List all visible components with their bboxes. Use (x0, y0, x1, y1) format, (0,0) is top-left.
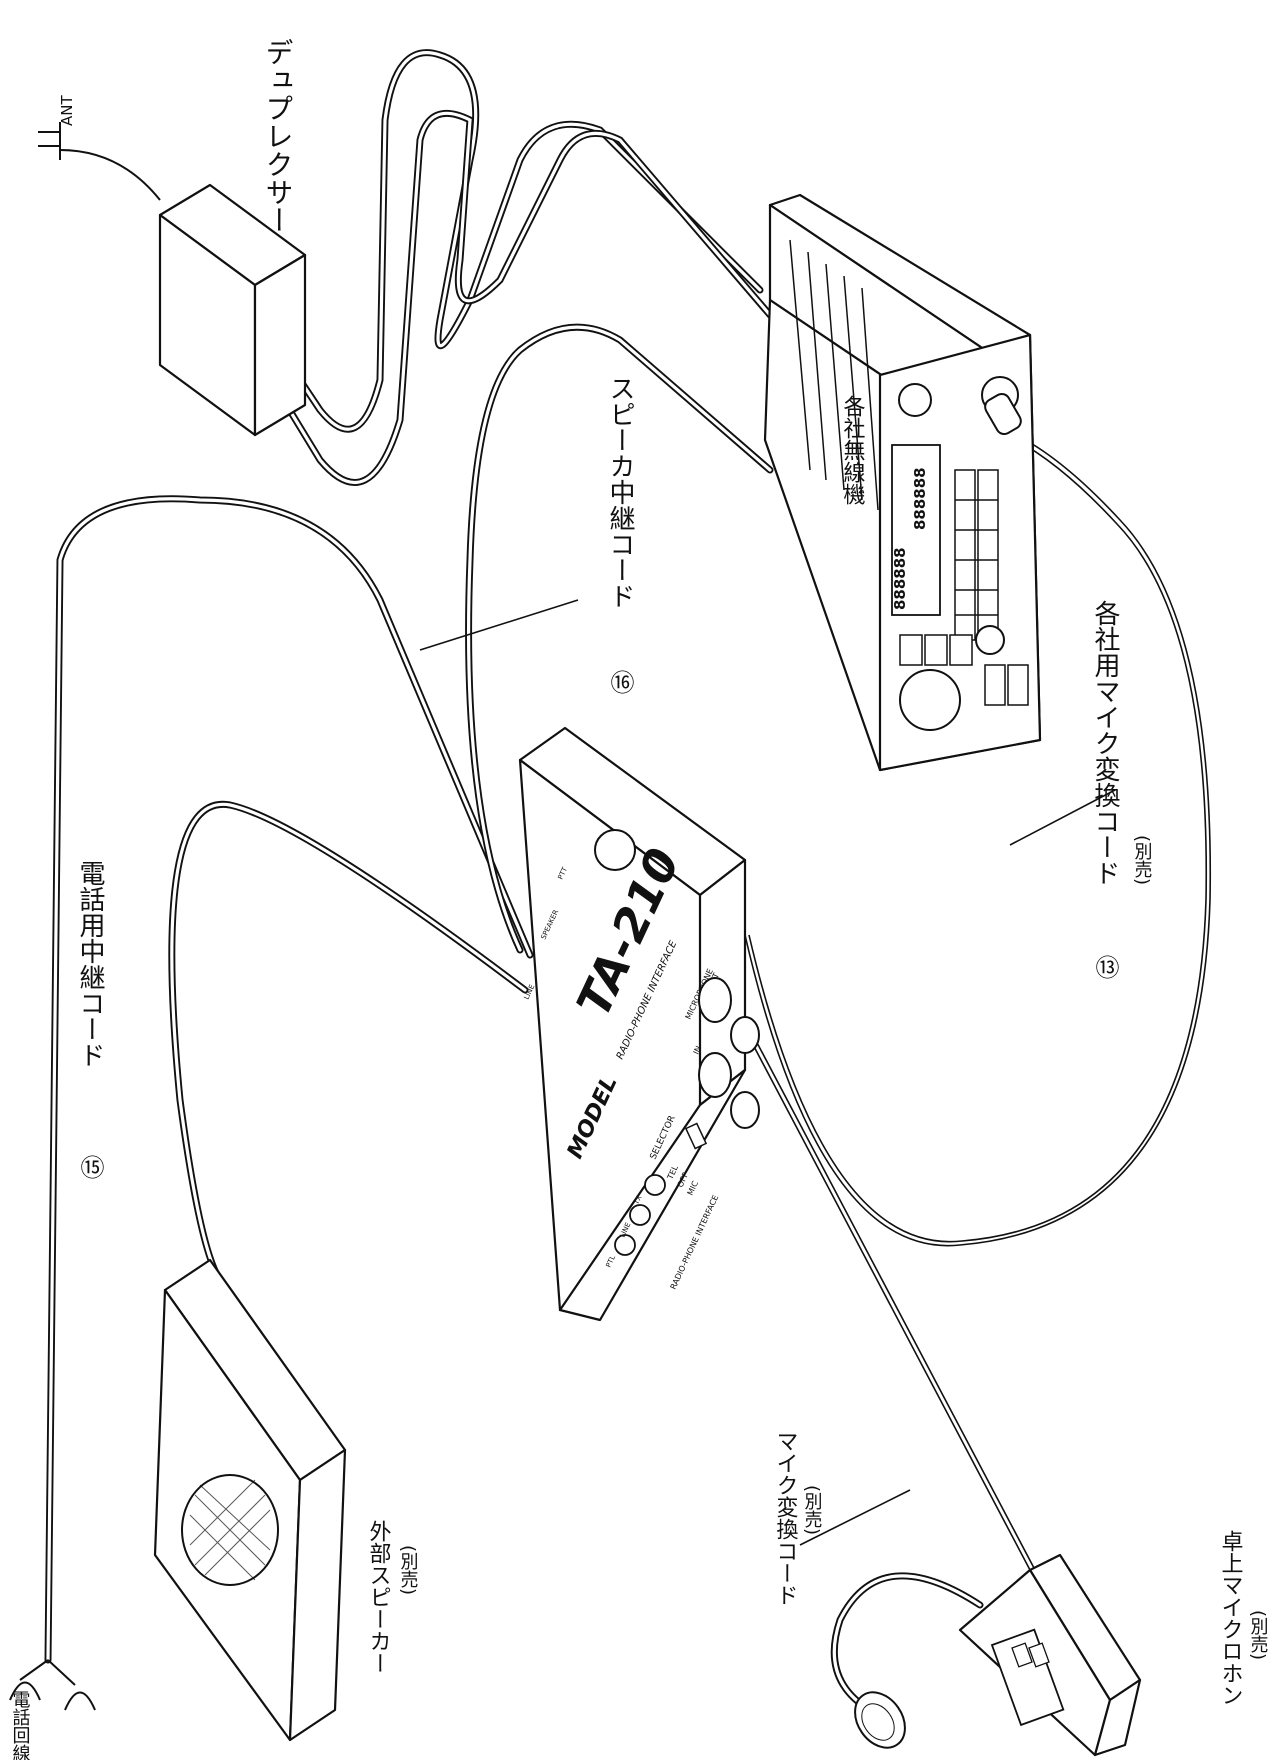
duplexer-cord-2 (250, 113, 770, 482)
phone-relay-label: 電話用中継コード (75, 860, 105, 1068)
mic-conv-cord-label: マイク変換コード (773, 1430, 799, 1606)
desk-mic-label: 卓上マイクロホン (1218, 1530, 1243, 1706)
radio-knob-top (899, 384, 931, 416)
interface-corner-knob (595, 830, 635, 870)
radio-mic-cord-num: ⑬ (1091, 955, 1119, 979)
antenna-symbol (38, 122, 60, 160)
phone-plug-2 (65, 1693, 95, 1711)
radio-display-digits-left: 888888 (891, 547, 909, 610)
speaker-relay-num: ⑯ (606, 670, 634, 694)
radio-knob-small (976, 626, 1004, 654)
antenna-label: ANT (58, 95, 76, 126)
phone-line-label: 電話回線 (10, 1690, 31, 1760)
external-speaker-cord (172, 804, 525, 1280)
radio-label: 各社無線機 (840, 395, 866, 505)
phone-relay-num: ⑮ (76, 1155, 104, 1179)
interface-knob-tx (645, 1175, 665, 1195)
radio-unit: 888888 888888 (765, 195, 1040, 770)
radio-knob-large (900, 670, 960, 730)
external-speaker-note: (別売) (398, 1545, 419, 1595)
speaker-relay-label: スピーカ中継コード (605, 375, 635, 609)
interface-unit: MODEL TA-210 RADIO-PHONE INTERFACE SELEC… (520, 728, 759, 1320)
interface-selector-mic: MIC (686, 1179, 701, 1197)
desk-mic-note: (別売) (1248, 1610, 1269, 1660)
radio-mic-cord-label: 各社用マイク変換コード (1090, 600, 1120, 886)
radio-display-digits-right: 888888 (911, 467, 929, 530)
interface-front-label: RADIO-PHONE INTERFACE (669, 1194, 721, 1291)
radio-mic-cord-note: (別売) (1132, 835, 1153, 885)
mic-conv-cord-note: (別売) (802, 1485, 823, 1535)
interface-knob-line (630, 1205, 650, 1225)
duplexer-label: デュプレクサー (262, 38, 295, 234)
desk-microphone (834, 1555, 1140, 1757)
external-speaker-label: 外部スピーカー (366, 1520, 392, 1674)
external-speaker (155, 1260, 345, 1740)
antenna-cable (60, 150, 160, 200)
